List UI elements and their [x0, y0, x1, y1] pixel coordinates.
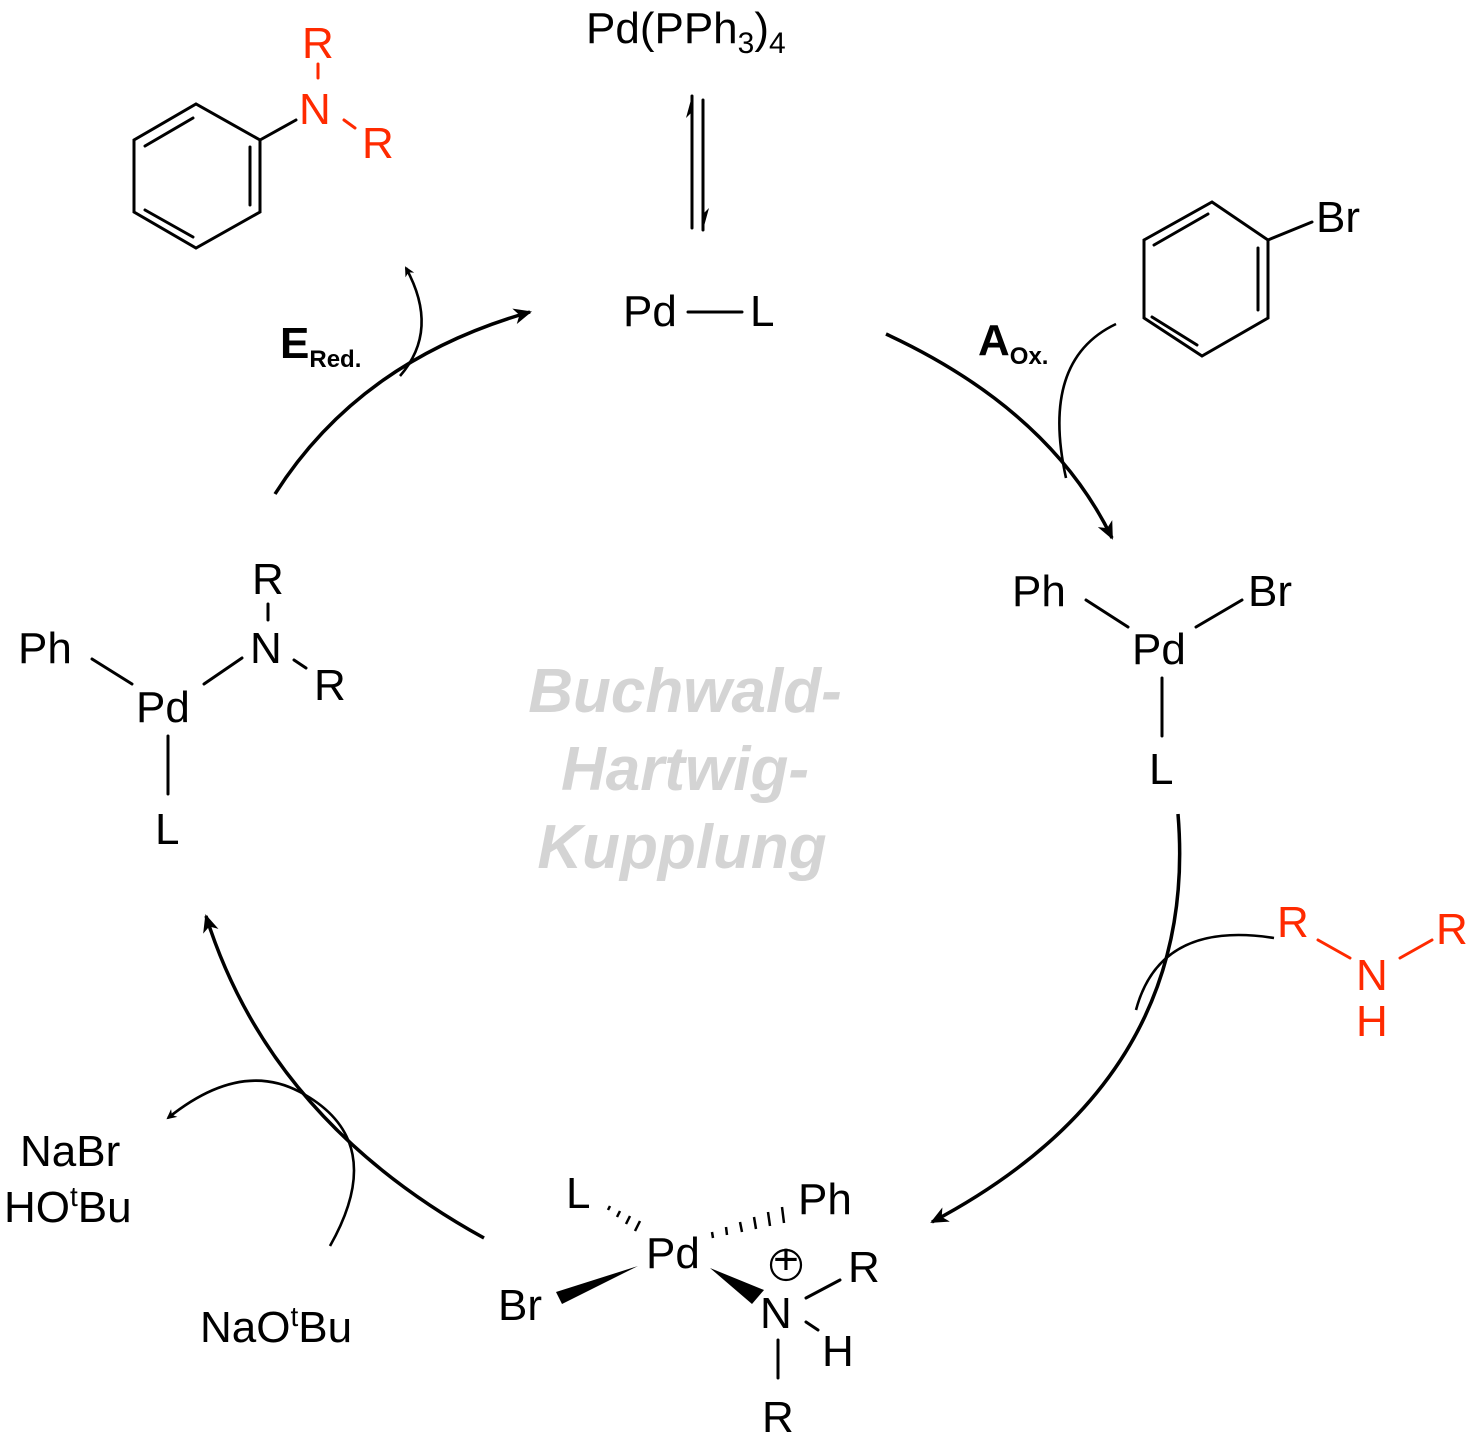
- amine-complex-nitrogen: N: [760, 1289, 792, 1338]
- amine-complex-r1: R: [848, 1243, 880, 1292]
- benzene-ring: [1142, 200, 1270, 358]
- precatalyst-sub2: 4: [769, 27, 786, 60]
- amido-complex-r2: R: [314, 661, 346, 710]
- arrow-amine-in: [1134, 933, 1275, 1011]
- hashed-bond-aryl: [710, 1206, 786, 1239]
- catalyst-ligand: L: [750, 287, 774, 336]
- base-label: NaOtBu: [200, 1301, 352, 1352]
- arrow-product-out: [399, 266, 423, 377]
- precatalyst: Pd(PPh3)4: [586, 4, 786, 60]
- ox-complex-aryl: Ph: [1012, 567, 1066, 616]
- wedge-bond-halogen: [556, 1266, 638, 1304]
- hashed-bond-ligand: [606, 1205, 642, 1232]
- arrow-deprotonation: [203, 914, 485, 1240]
- positive-charge-icon: [769, 1248, 803, 1282]
- amine-complex: L Ph Pd Br + N R H R: [498, 1169, 880, 1441]
- amine-hydrogen: H: [1356, 997, 1388, 1046]
- arrow-reductive-elimination: [273, 308, 532, 495]
- product-arylamine: N R R: [132, 19, 394, 250]
- ox-complex-halogen: Br: [1248, 567, 1292, 616]
- charge-sign: +: [773, 1235, 799, 1284]
- catalyst-metal: Pd: [623, 287, 677, 336]
- product-r1: R: [302, 19, 334, 68]
- equilibrium-arrow: [686, 94, 709, 232]
- byproduct-salt: NaBr: [20, 1127, 120, 1176]
- bromobenzene: Br: [1142, 193, 1360, 358]
- arrow-aryl-bromide-in: [1058, 322, 1117, 479]
- reductive-elimination-label: ERed.: [280, 319, 361, 373]
- amido-complex-r1: R: [252, 555, 284, 604]
- ox-complex-ligand: L: [1149, 745, 1173, 794]
- amine-complex-aryl: Ph: [798, 1175, 852, 1224]
- precatalyst-close: ): [754, 4, 769, 53]
- oxidative-addition-label: AOx.: [978, 316, 1048, 370]
- byproduct-alcohol: HOtBu: [4, 1181, 132, 1232]
- amine-complex-metal: Pd: [646, 1229, 700, 1278]
- amido-complex: Ph Pd N R R L: [18, 555, 346, 854]
- amine-complex-h: H: [822, 1327, 854, 1376]
- amine-nitrogen: N: [1356, 951, 1388, 1000]
- arrow-oxidative-addition: [885, 332, 1114, 540]
- title-line-3: Kupplung: [537, 813, 826, 882]
- amine-r2: R: [1436, 905, 1468, 954]
- amido-complex-aryl: Ph: [18, 624, 72, 673]
- amine-r1: R: [1277, 898, 1309, 947]
- arrow-amine-coordination: [930, 813, 1182, 1224]
- aryl-halogen: Br: [1316, 193, 1360, 242]
- precatalyst-sub1: 3: [738, 27, 755, 60]
- amine-complex-r2: R: [762, 1393, 794, 1441]
- amine-complex-halogen: Br: [498, 1281, 542, 1330]
- arrow-base-byproducts: [166, 1079, 356, 1247]
- amine-reagent: R N R H: [1277, 898, 1468, 1046]
- product-nitrogen: N: [299, 85, 331, 134]
- title-line-2: Hartwig-: [561, 735, 809, 804]
- ox-complex-metal: Pd: [1132, 625, 1186, 674]
- product-r2: R: [362, 119, 394, 168]
- amido-complex-ligand: L: [155, 805, 179, 854]
- svg-text:Pd(PPh3)4: Pd(PPh3)4: [586, 4, 786, 60]
- title-line-1: Buchwald-: [528, 657, 841, 726]
- product-benzene-ring: [132, 102, 262, 250]
- wedge-bond-nitrogen: [710, 1268, 764, 1304]
- active-catalyst: Pd L: [623, 287, 774, 336]
- oxidative-addition-complex: Ph Br Pd L: [1012, 567, 1292, 794]
- amido-complex-metal: Pd: [136, 683, 190, 732]
- amine-complex-ligand: L: [566, 1169, 590, 1218]
- precatalyst-main: Pd(PPh: [586, 4, 738, 53]
- amido-complex-nitrogen: N: [250, 624, 282, 673]
